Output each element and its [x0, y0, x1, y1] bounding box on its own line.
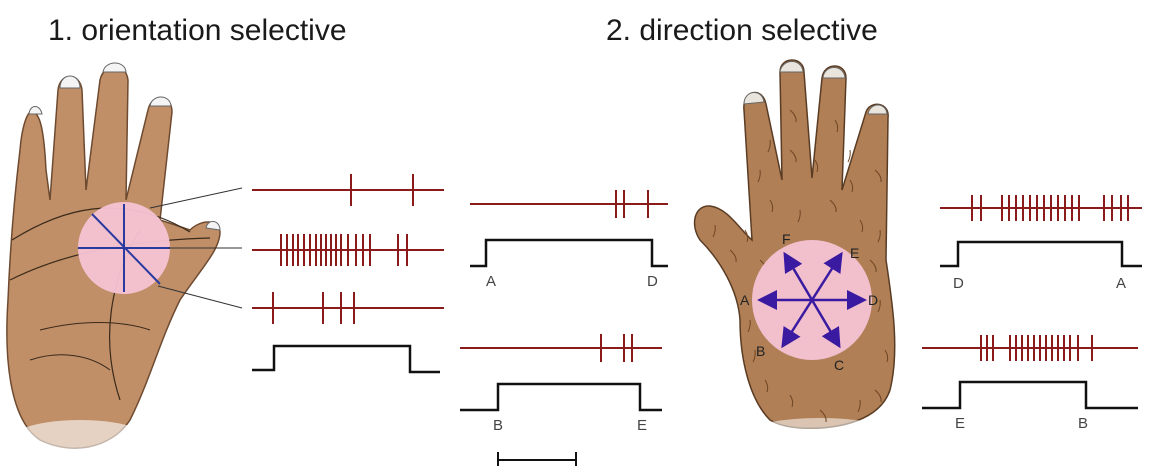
- spike-train-e-b: [980, 335, 1093, 361]
- hair-stroke: [752, 349, 756, 363]
- direction-label-f: F: [782, 231, 791, 247]
- hair-stroke: [819, 409, 827, 423]
- stimulus-trace-b-e: [460, 382, 662, 412]
- hair-stroke: [757, 169, 761, 183]
- spike-train-b-e: [600, 334, 633, 362]
- label-start-d: D: [953, 275, 964, 292]
- direction-arrow-f: [783, 251, 814, 301]
- spike-train-sparse: [350, 174, 414, 206]
- title-orientation-selective: 1. orientation selective: [48, 14, 347, 47]
- left-hand: [6, 62, 243, 460]
- title-direction-selective: 2. direction selective: [606, 14, 878, 47]
- right-hand: A B C D E F: [693, 59, 896, 446]
- nail: [28, 106, 43, 115]
- nail: [102, 62, 127, 73]
- hair-stroke: [874, 169, 882, 183]
- spike-train-weak: [272, 292, 355, 324]
- hair-stroke: [859, 219, 864, 233]
- direction-arrow-e: [810, 251, 843, 301]
- label-end-d: D: [647, 273, 658, 290]
- hair-texture: [712, 109, 889, 423]
- direction-arrow-b: [781, 299, 814, 349]
- hair-stroke: [877, 229, 881, 243]
- direction-arrow-c: [810, 299, 841, 349]
- leader-line: [157, 285, 243, 309]
- stimulus-trace-d-a: [940, 240, 1142, 268]
- palm-crease: [39, 322, 151, 331]
- nail: [779, 61, 804, 73]
- label-start-b: B: [493, 417, 503, 434]
- hair-stroke: [797, 209, 801, 223]
- leader-line: [149, 187, 243, 209]
- hair-stroke: [814, 159, 819, 173]
- hair-stroke: [767, 139, 771, 153]
- hair-stroke: [744, 229, 749, 243]
- palm-crease: [11, 207, 191, 241]
- palm-crease: [29, 354, 111, 371]
- nail: [149, 96, 172, 107]
- hair-stroke: [789, 149, 797, 163]
- hair-stroke: [769, 199, 774, 213]
- nail: [743, 92, 765, 105]
- hair-stroke: [729, 249, 737, 263]
- nail: [205, 221, 221, 231]
- hair-stroke: [877, 299, 881, 313]
- hair-stroke: [834, 119, 839, 133]
- hair-stroke: [874, 389, 882, 403]
- stimulus-trace-e-b: [922, 380, 1138, 410]
- hair-stroke: [747, 319, 751, 333]
- hair-stroke: [849, 179, 854, 193]
- label-end-b: B: [1078, 415, 1088, 432]
- hair-stroke: [847, 149, 851, 163]
- right-hand-fade: [750, 418, 890, 446]
- right-spike-trains: D A E B: [922, 195, 1142, 432]
- hair-stroke: [789, 109, 797, 123]
- spike-train-a-d: [615, 190, 649, 218]
- direction-label-a: A: [740, 292, 750, 308]
- hair-stroke: [712, 224, 716, 238]
- direction-label-b: B: [756, 343, 765, 359]
- hair-stroke: [869, 259, 877, 273]
- left-spike-trains: [252, 174, 444, 374]
- nail: [59, 75, 81, 89]
- hair-stroke: [829, 199, 837, 213]
- middle-spike-trains: A D B E: [460, 190, 668, 466]
- direction-label-e: E: [850, 245, 859, 261]
- label-end-e: E: [637, 417, 647, 434]
- direction-label-c: C: [834, 357, 844, 373]
- spike-train-d-a: [971, 195, 1129, 221]
- spike-train-strong: [280, 234, 408, 266]
- nail: [822, 67, 846, 79]
- label-start-a: A: [486, 273, 496, 290]
- direction-label-d: D: [868, 292, 878, 308]
- nail: [867, 104, 888, 115]
- hair-stroke: [884, 349, 889, 363]
- stimulus-trace: [252, 344, 440, 374]
- left-hand-fade: [10, 420, 150, 460]
- hair-stroke: [857, 399, 861, 413]
- label-end-a: A: [1116, 275, 1126, 292]
- label-start-e: E: [955, 415, 965, 432]
- orientation-bar-diagonal: [91, 213, 161, 285]
- stimulus-trace-a-d: [470, 238, 668, 268]
- hair-stroke: [789, 394, 794, 408]
- hair-stroke: [764, 379, 769, 393]
